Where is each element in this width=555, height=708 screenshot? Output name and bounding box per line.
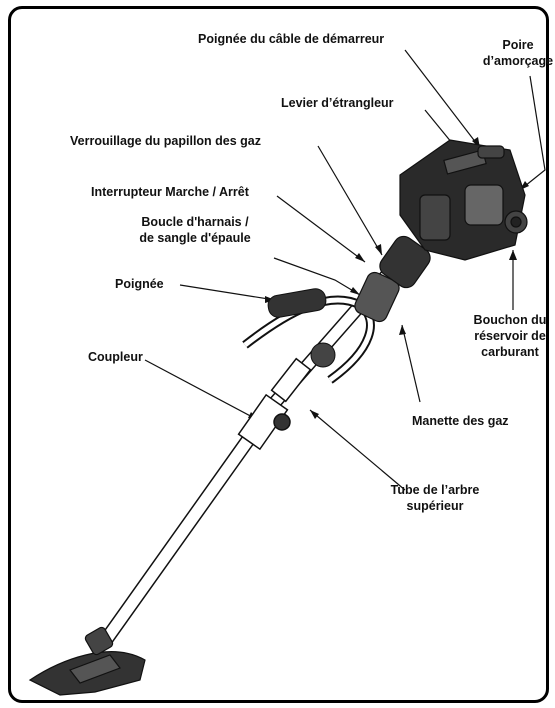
label-choke-lever: Levier d’étrangleur: [281, 95, 394, 111]
arrow-fuel-cap: [509, 250, 517, 260]
coupler-knob: [274, 414, 290, 430]
label-primer-bulb: Poire d’amorçage: [478, 37, 555, 69]
label-on-off-switch: Interrupteur Marche / Arrêt: [91, 184, 249, 200]
label-starter-handle: Poignée du câble de démarreur: [198, 31, 384, 47]
label-fuel-cap-line1: Bouchon du: [474, 313, 547, 327]
label-primer-bulb-line1: Poire: [502, 38, 533, 52]
arrow-switch: [355, 253, 365, 262]
upper-coupler-sleeve: [272, 359, 311, 402]
arrow-shaft: [310, 410, 319, 419]
leader-starter: [405, 50, 480, 148]
handle-clamp: [311, 343, 335, 367]
label-harness-loop-line1: Boucle d'harnais /: [141, 215, 248, 229]
label-fuel-cap-line3: carburant: [481, 345, 539, 359]
air-filter-cover: [465, 185, 503, 225]
engine: [400, 140, 527, 260]
label-fuel-cap: Bouchon du réservoir de carburant: [460, 312, 555, 360]
label-primer-bulb-line2: d’amorçage: [483, 54, 553, 68]
label-fuel-cap-line2: réservoir de: [474, 329, 546, 343]
leader-throttle: [402, 325, 420, 402]
shaft: [98, 268, 395, 648]
leader-shaft: [310, 410, 405, 490]
arrow-throttle: [399, 325, 406, 335]
label-throttle-lock: Verrouillage du papillon des gaz: [70, 133, 261, 149]
leader-switch: [277, 196, 365, 262]
label-upper-shaft-line2: supérieur: [407, 499, 464, 513]
label-upper-shaft: Tube de l’arbre supérieur: [360, 482, 510, 514]
leader-throttle-lock: [318, 146, 382, 255]
label-coupler: Coupleur: [88, 349, 143, 365]
label-throttle-trigger: Manette des gaz: [412, 413, 509, 429]
label-handle: Poignée: [115, 276, 164, 292]
trimmer-guard: [30, 626, 145, 695]
label-harness-loop-line2: de sangle d'épaule: [139, 231, 250, 245]
leader-primer: [520, 76, 545, 190]
label-harness-loop: Boucle d'harnais / de sangle d'épaule: [110, 214, 280, 246]
starter-grip: [478, 146, 504, 158]
handle-grip: [267, 287, 328, 319]
label-upper-shaft-line1: Tube de l’arbre: [391, 483, 480, 497]
leader-coupler: [145, 360, 258, 420]
leader-handle: [180, 285, 275, 300]
recoil-starter: [420, 195, 450, 240]
arrow-harness: [350, 287, 360, 295]
